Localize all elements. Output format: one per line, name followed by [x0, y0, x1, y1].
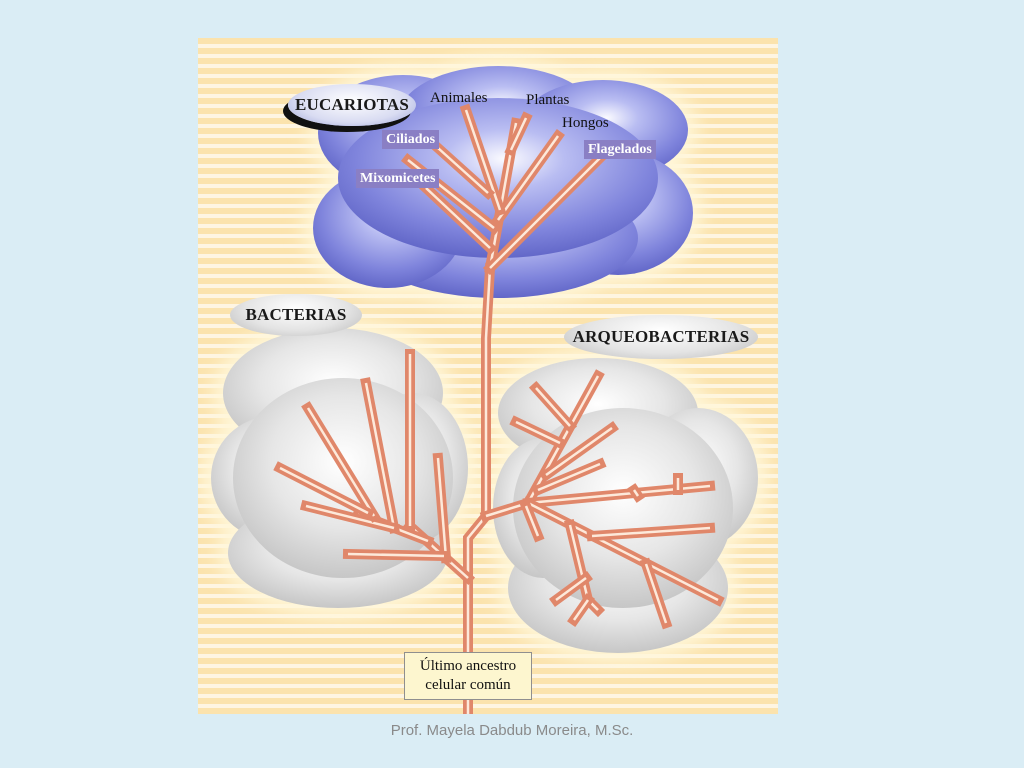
plants-label: Plantas	[526, 92, 570, 108]
ancestor-line-1: Último ancestro	[419, 658, 517, 674]
phylogenetic-branches	[273, 103, 725, 714]
branch-highlight-8	[437, 147, 489, 194]
branch-highlight-15	[306, 407, 376, 517]
branch-highlight-22	[545, 426, 613, 477]
branch-highlight-28	[591, 526, 711, 538]
archaea-domain-label: ARQUEOBACTERIAS	[564, 315, 758, 359]
animals-label: Animales	[430, 90, 488, 106]
branch-highlight-25	[632, 489, 640, 497]
fungi-label: Hongos	[562, 115, 609, 131]
branch-highlight-31	[555, 576, 587, 602]
branch-highlight-23	[537, 462, 601, 492]
slime-molds-label: Mixomicetes	[356, 169, 440, 188]
footer-credit: Prof. Mayela Dabdub Moreira, M.Sc.	[390, 722, 634, 739]
branch-highlight-17	[347, 552, 445, 558]
branch-highlight-7	[425, 187, 491, 249]
tree-diagram	[201, 56, 768, 714]
branch-highlight-21	[535, 387, 571, 427]
bacteria-domain-label: BACTERIAS	[230, 294, 362, 336]
branch-highlight-33	[524, 505, 540, 537]
branch-highlight-2	[489, 155, 603, 269]
flagellates-label: Flagelados	[584, 140, 656, 159]
branch-highlight-27	[527, 501, 719, 602]
branch-highlight-29	[644, 563, 668, 624]
branch-highlight-32	[572, 599, 590, 621]
branch-highlight-13	[364, 382, 396, 529]
branch-highlight-16	[279, 466, 369, 515]
branch-highlight-14	[305, 504, 395, 530]
tree-of-life-figure: EUCARIOTAS BACTERIAS ARQUEOBACTERIAS Ani…	[198, 38, 778, 714]
branch-highlight-3	[496, 135, 560, 221]
branch-highlight-20	[515, 420, 561, 445]
branch-highlight-11	[436, 457, 448, 559]
ciliates-label: Ciliados	[382, 130, 440, 149]
branch-highlight-4	[509, 117, 528, 151]
ancestor-line-2: celular común	[425, 677, 511, 693]
common-ancestor-box: Último ancestro celular común	[404, 652, 532, 700]
eukarya-domain-label: EUCARIOTAS	[288, 84, 416, 126]
